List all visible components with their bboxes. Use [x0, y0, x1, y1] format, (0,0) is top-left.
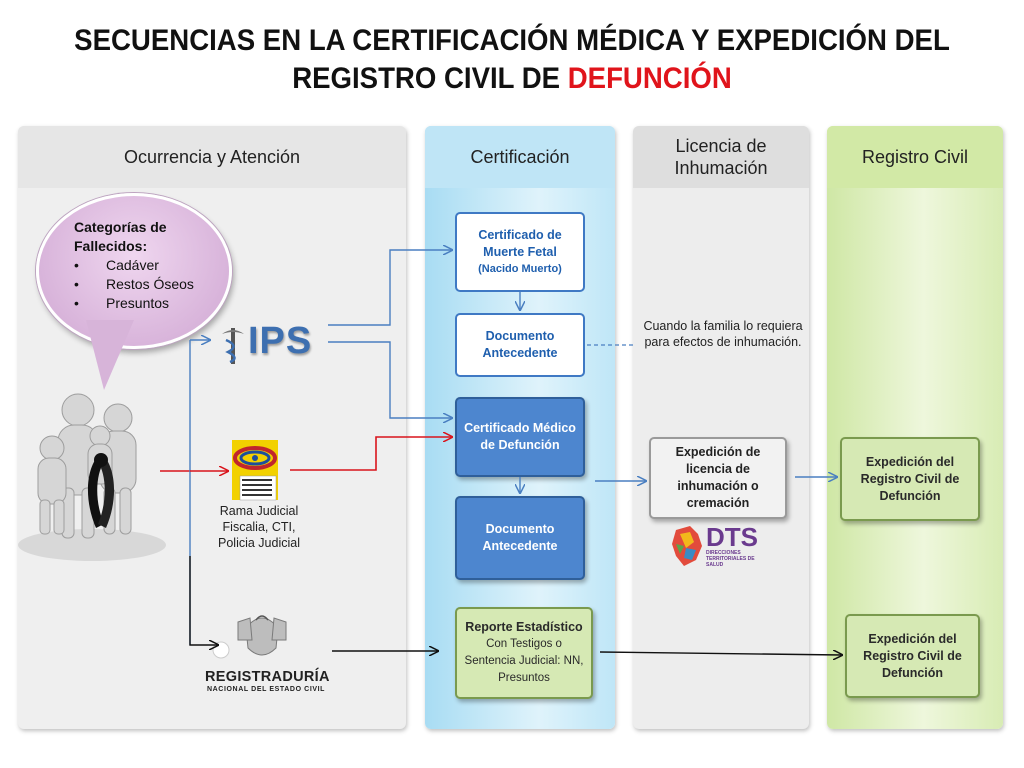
licencia-box-label: Expedición de licencia de inhumación o c…: [675, 445, 761, 510]
lane-header-ocurrencia: Ocurrencia y Atención: [18, 126, 406, 188]
ips-logo: IPS: [248, 320, 313, 362]
antecedente-2-label: Documento Antecedente: [482, 522, 558, 553]
expedicion-registro-2: Expedición del Registro Civil de Defunci…: [845, 614, 980, 698]
registro-2-label: Expedición del Registro Civil de Defunci…: [863, 631, 962, 680]
dts-subtitle: DIRECCIONES TERRITORIALES DE SALUD: [706, 550, 755, 568]
licencia-note: Cuando la familia lo requiera para efect…: [643, 319, 803, 349]
lane-header-licencia: Licencia de Inhumación: [633, 126, 809, 188]
certificado-medico-defuncion: Certificado Médico de Defunción: [455, 397, 585, 477]
title-line-2: REGISTRO CIVIL DE DEFUNCIÓN: [41, 60, 983, 98]
registraduria-subtitle: NACIONAL DEL ESTADO CIVIL: [207, 686, 326, 693]
fetal-subtitle: (Nacido Muerto): [478, 262, 562, 275]
registro-1-label: Expedición del Registro Civil de Defunci…: [860, 454, 960, 503]
title-line-2-prefix: REGISTRO CIVIL DE: [292, 62, 568, 95]
expedicion-licencia: Expedición de licencia de inhumación o c…: [649, 437, 787, 519]
documento-antecedente-2: Documento Antecedente: [455, 496, 585, 580]
bubble-tail: [86, 320, 134, 390]
lane-header-registro: Registro Civil: [827, 126, 1003, 188]
lane-header-certificacion: Certificación: [425, 126, 615, 188]
medico-label: Certificado Médico de Defunción: [464, 421, 576, 452]
fetal-title: Certificado de Muerte Fetal: [478, 227, 562, 259]
registraduria-logo: REGISTRADURÍA: [205, 669, 330, 685]
expedicion-registro-1: Expedición del Registro Civil de Defunci…: [840, 437, 980, 521]
lane-licencia: Licencia de Inhumación: [633, 126, 809, 729]
title-line-1: SECUENCIAS EN LA CERTIFICACIÓN MÉDICA Y …: [74, 24, 950, 57]
antecedente-1-label: Documento Antecedente: [482, 329, 558, 360]
category-item: Restos Óseos: [74, 275, 214, 294]
certificado-muerte-fetal: Certificado de Muerte Fetal (Nacido Muer…: [455, 212, 585, 292]
rama-judicial-label: Rama Judicial Fiscalia, CTI, Policia Jud…: [218, 504, 300, 550]
page-title: SECUENCIAS EN LA CERTIFICACIÓN MÉDICA Y …: [41, 22, 983, 98]
category-item: Presuntos: [74, 294, 214, 313]
categories-heading: Categorías de Fallecidos:: [74, 219, 167, 254]
reporte-estadistico: Reporte Estadístico Con Testigos o Sente…: [455, 607, 593, 699]
title-highlight: DEFUNCIÓN: [567, 62, 732, 95]
dts-logo: DTS: [706, 522, 758, 552]
categories-text: Categorías de Fallecidos: Cadáver Restos…: [74, 218, 214, 313]
documento-antecedente-1: Documento Antecedente: [455, 313, 585, 377]
reporte-subtitle: Con Testigos o Sentencia Judicial: NN, P…: [464, 638, 584, 684]
category-item: Cadáver: [74, 256, 214, 275]
reporte-title: Reporte Estadístico: [465, 620, 583, 634]
categories-list: Cadáver Restos Óseos Presuntos: [74, 256, 214, 313]
